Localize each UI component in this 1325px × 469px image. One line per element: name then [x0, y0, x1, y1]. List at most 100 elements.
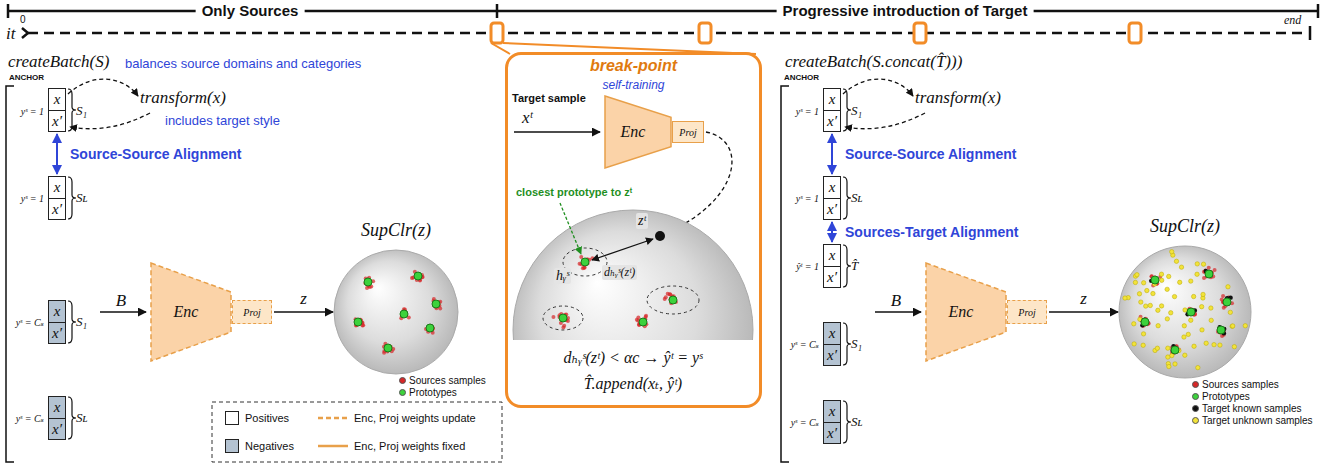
edge-label: Source-Source Alignment	[845, 146, 1016, 162]
text-label: B	[116, 291, 126, 311]
sphere	[1119, 246, 1251, 378]
prototype	[639, 318, 647, 326]
edge-label: z	[300, 289, 307, 309]
sample-box: x	[823, 400, 841, 423]
text-label: closest prototype to zᵗ	[516, 186, 632, 198]
node-label: x′	[827, 347, 837, 364]
prototype	[354, 318, 362, 326]
sample-box: x′	[823, 266, 841, 288]
pair-brace	[68, 301, 76, 343]
node-label: x	[54, 91, 61, 108]
sample-box: x′	[48, 110, 66, 132]
legend-label: Negatives	[245, 440, 294, 452]
projector: Proj	[672, 121, 704, 143]
target-unknown	[1170, 250, 1174, 254]
distance-arrow	[592, 239, 653, 260]
edge-label: Sources-Target Alignment	[845, 224, 1018, 240]
legend-swatch	[225, 439, 239, 453]
node-label: x	[829, 247, 836, 264]
text-label: yˢ = 1	[796, 106, 819, 117]
node-label: x	[54, 303, 61, 320]
text-label: yˢ = Cₛ	[791, 417, 819, 428]
target-unknown	[1212, 342, 1216, 346]
target-unknown	[1141, 332, 1145, 336]
target-unknown	[1141, 281, 1145, 285]
legend-label: Sources samples	[409, 375, 486, 386]
text-label: yˢ = Cₛ	[791, 339, 819, 350]
prototype	[432, 300, 440, 308]
text-label: createBatch(S.concat(T̂)))	[785, 52, 962, 72]
target-unknown	[1195, 272, 1199, 276]
target-unknown	[1141, 343, 1145, 347]
node-label: x′	[52, 421, 62, 438]
target-unknown	[1232, 344, 1236, 348]
node-label: SupClr(z)	[361, 220, 431, 241]
node-label: Proj	[243, 307, 260, 318]
iteration-ends	[22, 26, 1310, 40]
text-label: zᵗ	[636, 213, 648, 229]
target-unknown	[1132, 322, 1136, 326]
text-label: Progressive introduction of Target	[777, 2, 1034, 19]
prototype	[1171, 346, 1179, 354]
legend-label: Positives	[245, 412, 289, 424]
target-unknown	[1173, 362, 1177, 366]
alignment-arrow	[831, 222, 833, 242]
sample-box: x	[823, 176, 841, 199]
target-unknown	[1201, 262, 1205, 266]
text-label: S₁	[851, 103, 862, 119]
sample-box: x	[823, 322, 841, 345]
sample-box: x′	[823, 344, 841, 366]
prototype	[559, 314, 567, 322]
source-sample	[644, 314, 648, 318]
target-unknown	[1191, 294, 1195, 298]
prototype-leader	[560, 203, 581, 254]
prototype	[669, 296, 677, 304]
node-label: SupClr(z)	[1150, 216, 1220, 237]
text-label: S₁	[851, 336, 862, 352]
target-unknown	[1199, 304, 1203, 308]
pair-brace	[843, 323, 851, 365]
node-label: x	[829, 179, 836, 196]
sample-box: x′	[823, 198, 841, 220]
node-label: x	[54, 179, 61, 196]
text-label: transform(x)	[140, 88, 226, 108]
target-unknown	[1156, 308, 1160, 312]
legend-label: Target unknown samples	[1202, 415, 1313, 426]
legend-label: Enc, Proj weights update	[354, 412, 476, 424]
prototype	[414, 272, 422, 280]
legend-dot	[399, 377, 406, 384]
legend-label: Enc, Proj weights fixed	[354, 440, 465, 452]
sample-box: x′	[48, 418, 66, 440]
source-sample	[1207, 266, 1211, 270]
text-label: Sʟ	[851, 414, 863, 430]
target-unknown	[1135, 273, 1139, 277]
target-unknown	[1243, 324, 1247, 328]
text-label: yˢ = 1	[796, 193, 819, 204]
cluster-outlines	[543, 248, 699, 330]
node-label: x	[54, 399, 61, 416]
source-sample	[410, 276, 414, 280]
sample-box: x	[823, 88, 841, 111]
encoder: Enc	[604, 95, 672, 169]
legend-dot	[399, 389, 406, 396]
legend-label: Sources samples	[1202, 379, 1279, 390]
sample-box: x′	[823, 110, 841, 132]
target-unknown	[1228, 310, 1232, 314]
source-sample	[1221, 294, 1225, 298]
embedding-sphere: SupClr(z)	[1119, 246, 1251, 378]
encoder-trapezoid	[605, 96, 671, 168]
target-unknown	[1182, 335, 1186, 339]
target-unknown	[1169, 311, 1173, 315]
node-label: Proj	[1018, 307, 1035, 318]
node-label: Enc	[949, 303, 974, 321]
spheres	[68, 89, 1251, 450]
text-label: yˢ = Cₛ	[16, 413, 44, 424]
sample-box: x	[48, 300, 66, 323]
sample-box: x	[48, 396, 66, 419]
target-unknown	[1218, 343, 1222, 347]
legend-dot	[1192, 393, 1199, 400]
prototype	[581, 258, 589, 266]
target-unknown	[1137, 292, 1141, 296]
break-point-markers	[491, 23, 1141, 43]
target-unknown	[1200, 328, 1204, 332]
